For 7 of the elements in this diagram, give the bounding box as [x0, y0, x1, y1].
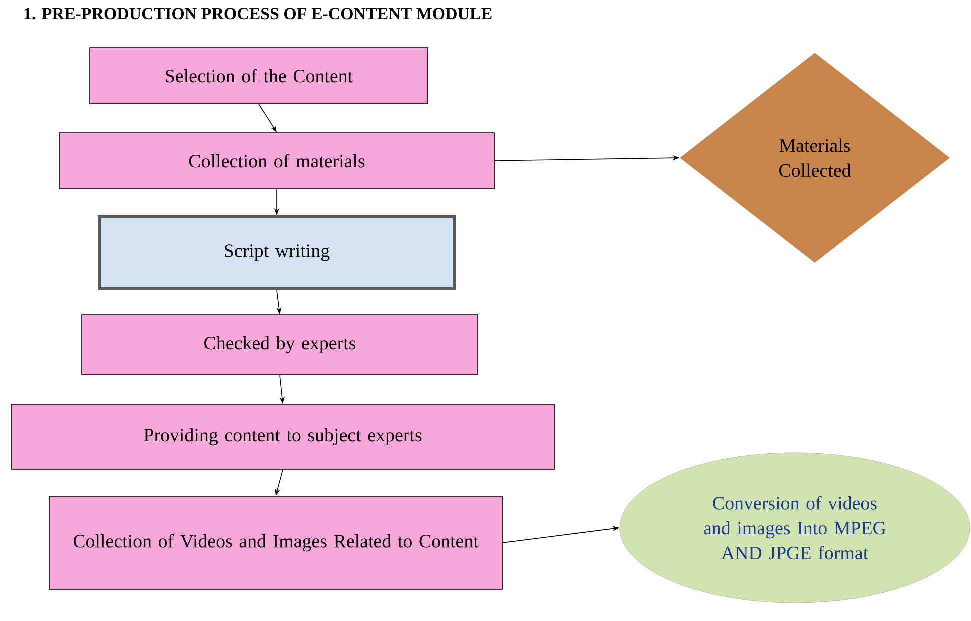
process-box: Collection of materials	[59, 132, 495, 190]
process-box: Selection of the Content	[90, 48, 428, 104]
process-box: Script writing	[98, 216, 456, 290]
process-box: Providing content to subject experts	[11, 404, 555, 470]
process-box: Collection of Videos and Images Related to Content	[49, 496, 503, 590]
title: 1. PRE-PRODUCTION PROCESS OF E-CONTENT MODULE	[24, 8, 492, 20]
process-box: Checked by experts	[82, 314, 478, 376]
